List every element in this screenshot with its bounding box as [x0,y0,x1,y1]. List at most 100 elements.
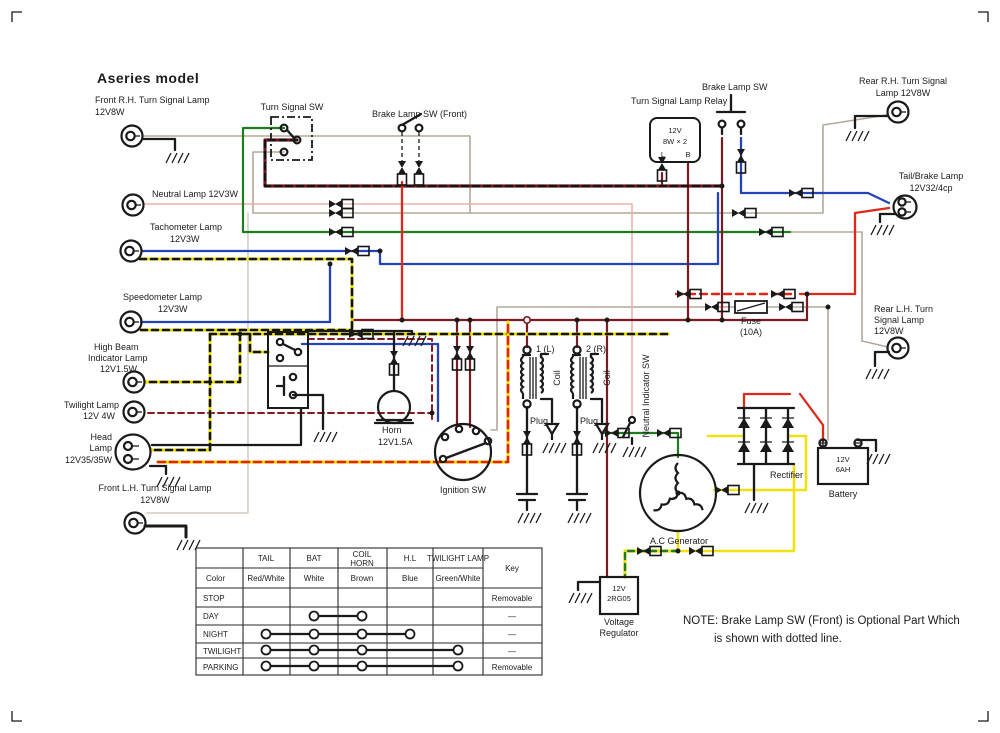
corner-marks [11,11,989,722]
table-row-day: DAY [203,612,220,621]
table-key-day: — [508,612,516,621]
horn-label-1: Horn [382,425,402,435]
rear-rh-label-1: Rear R.H. Turn Signal [859,76,947,86]
turn-signal-sw-label: Turn Signal SW [261,102,324,112]
relay-label: Turn Signal Lamp Relay [631,96,728,106]
coil-word-2: Coil [602,370,612,386]
neutral-indicator-switch [621,415,637,446]
battery-label: Battery [829,489,858,499]
rectifier-label: Rectifier [770,470,803,480]
table-key-twilight: — [508,647,516,656]
key-position-table: TAIL BAT COIL HORN H.L TWILIGHT LAMP Key… [195,547,543,676]
wire-maroon-dashed [147,338,433,420]
brake-sw-label: Brake Lamp SW [702,82,768,92]
battery-ah: 6AH [836,465,851,474]
wire-yellow-generator [676,434,808,553]
twilight-lamp-symbol [122,400,146,424]
brake-front-label: Brake Lamp SW (Front) [372,109,467,119]
tail-label-2: 12V32/4cp [909,183,952,193]
relay-volt: 12V [668,126,681,135]
rear-lh-turn-lamp [886,336,910,360]
tail-brake-lamp-symbol [892,194,918,220]
table-col-horn: HORN [350,559,374,568]
table-connection-parking [260,660,464,672]
junction-dots [237,183,831,554]
regulator-model: 2RG05 [607,594,631,603]
tacho-label-2: 12V3W [170,234,200,244]
table-row-stop: STOP [203,594,225,603]
regulator-volt: 12V [612,584,625,593]
table-col-tail: TAIL [258,554,275,563]
table-col-bat: BAT [307,554,322,563]
high-beam-lamp [122,370,146,394]
neutral-sw-label: Neutral Indicator SW [641,354,651,438]
twilight-label-1: Twilight Lamp [64,400,119,410]
plug-word-1: Plug [530,416,548,426]
turn-signal-switch [270,116,313,161]
highbeam-label-2: Indicator Lamp [88,353,148,363]
coil2-label: 2 (R) [586,344,606,354]
table-col-twilight: TWILIGHT LAMP [427,554,489,563]
coil1-label: 1 (L) [536,344,555,354]
tacho-label-1: Tachometer Lamp [150,222,222,232]
wire-maroon-black-striped [263,138,724,188]
front-rh-label-2: 12V8W [95,107,125,117]
table-color-coil: Brown [351,574,374,583]
front-lh-turn-lamp [123,511,147,535]
wire-pink-neutral [144,203,633,416]
rear-rh-label-2: Lamp 12V8W [876,88,931,98]
table-key-stop: Removable [492,594,533,603]
wire-red-yellow-striped [156,320,510,464]
relay-terminal-b: B [685,150,690,159]
plug-word-2: Plug [580,416,598,426]
speedo-label-2: 12V3W [158,304,188,314]
neutral-lamp [121,193,145,217]
horn-symbol [373,389,415,425]
tachometer-lamp [119,239,143,263]
wire-black [141,114,898,539]
table-key-parking: Removable [492,663,533,672]
table-color-tail: Red/White [247,574,285,583]
dimmer-horn-switch [267,331,309,409]
table-row-parking: PARKING [203,663,238,672]
note-line-1: NOTE: Brake Lamp SW (Front) is Optional … [683,615,960,627]
horn-label-2: 12V1.5A [378,437,413,447]
table-col-coil: COIL [353,550,372,559]
head-label-1: Head [90,432,112,442]
voltage-regulator-symbol [576,575,640,616]
head-lamp-symbol [114,433,152,471]
front-rh-turn-lamp [120,124,144,148]
fuse-label-1: Fuse [741,316,761,326]
front-lh-label-2: 12V8W [140,495,170,505]
ignition-label: Ignition SW [440,485,487,495]
battery-symbol [816,438,870,486]
table-row-night: NIGHT [203,630,228,639]
rear-lh-label-2: Signal Lamp [874,315,924,325]
table-key-night: — [508,630,516,639]
neutral-label: Neutral Lamp 12V3W [152,189,239,199]
front-rh-label-1: Front R.H. Turn Signal Lamp [95,95,210,105]
wire-blue-circuit [139,136,891,423]
front-lh-label-1: Front L.H. Turn Signal Lamp [98,483,211,493]
table-corner-label: Color [206,574,225,583]
fuse-symbol [734,300,768,314]
rectifier-symbol [736,406,796,466]
highbeam-label-1: High Beam [94,342,139,352]
wire-yellow-black-striped [138,257,670,452]
page-title: Aseries model [97,70,199,86]
twilight-label-2: 12V 4W [83,411,116,421]
brake-lamp-switch-rear [715,93,747,136]
note-line-2: is shown with dotted line. [714,633,842,645]
head-label-3: 12V35/35W [65,455,113,465]
table-connection-twilight [260,644,464,656]
table-color-twilight: Green/White [436,574,481,583]
rear-rh-turn-lamp [886,100,910,124]
ignition-switch-symbol [433,422,493,482]
relay-terminal-l: L [661,150,665,159]
highbeam-label-3: 12V1.5W [100,364,138,374]
table-connection-day [308,610,368,622]
ignition-coil-2 [565,345,610,512]
table-color-hl: Blue [402,574,419,583]
